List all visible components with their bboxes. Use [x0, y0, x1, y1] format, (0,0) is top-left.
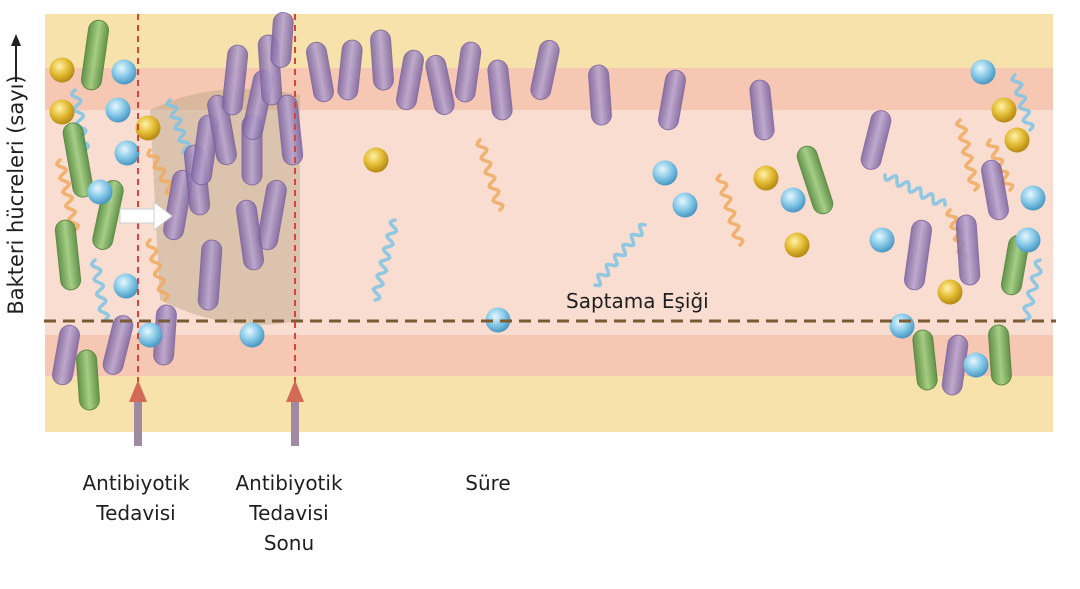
- cocci-bacteria: [49, 57, 1046, 378]
- green-rod-bacterium: [92, 180, 124, 250]
- purple-rod-bacterium: [749, 79, 775, 141]
- yellow-coccus: [784, 232, 810, 258]
- purple-rod-bacterium: [207, 94, 237, 166]
- purple-rod-bacterium: [221, 44, 249, 116]
- blue-spiral-bacterium: [89, 258, 111, 322]
- orange-spiral-bacterium: [954, 118, 981, 192]
- yellow-coccus: [1004, 127, 1030, 153]
- yellow-coccus: [753, 165, 779, 191]
- purple-rod-bacterium: [337, 39, 363, 101]
- orange-spiral-bacterium: [475, 138, 505, 212]
- green-rod-bacterium: [912, 329, 938, 391]
- treatment-start-arrow-icon: [129, 380, 147, 446]
- blue-coccus: [87, 179, 113, 205]
- blue-coccus: [113, 273, 139, 299]
- purple-rod-bacterium: [396, 49, 424, 111]
- purple-rod-bacterium: [236, 199, 264, 271]
- purple-rod-bacterium: [270, 12, 294, 68]
- yellow-coccus: [49, 99, 75, 125]
- purple-rod-bacterium: [955, 214, 981, 286]
- orange-spiral-bacterium: [146, 148, 179, 202]
- blue-coccus: [485, 307, 511, 333]
- expansion-arrow-icon: [119, 200, 173, 232]
- blue-coccus: [1020, 185, 1046, 211]
- rod-bacteria: [52, 12, 1029, 411]
- purple-rod-bacterium: [102, 315, 134, 375]
- yellow-coccus: [135, 115, 161, 141]
- green-rod-bacterium: [76, 349, 100, 411]
- orange-spiral-bacterium: [54, 158, 81, 232]
- blue-spiral-bacterium: [593, 222, 647, 288]
- blue-spiral-bacterium: [883, 173, 947, 207]
- blue-coccus: [239, 322, 265, 348]
- blue-spiral-bacterium: [1021, 258, 1044, 322]
- green-rod-bacterium: [988, 324, 1012, 386]
- yellow-coccus: [937, 279, 963, 305]
- treatment-end-label-line: Antibiyotik: [235, 471, 343, 495]
- green-rod-bacterium: [796, 145, 834, 215]
- treatment-end-label-line: Sonu: [263, 531, 315, 555]
- purple-rod-bacterium: [163, 169, 193, 241]
- treatment-start-label-line: Antibiyotik: [82, 471, 190, 495]
- purple-rod-bacterium: [197, 239, 223, 311]
- blue-coccus: [963, 352, 989, 378]
- orange-spiral-bacterium: [715, 173, 745, 247]
- treatment-start-label: Antibiyotik Tedavisi: [68, 468, 204, 528]
- x-axis-label: Süre: [465, 471, 511, 495]
- blue-coccus: [111, 59, 137, 85]
- purple-rod-bacterium: [904, 219, 932, 291]
- purple-rod-bacterium: [306, 41, 334, 103]
- purple-rod-bacterium: [257, 179, 287, 251]
- blue-spiral-bacterium: [1010, 73, 1035, 132]
- blue-spiral-bacterium: [371, 218, 399, 302]
- purple-rod-bacterium: [487, 59, 513, 121]
- blue-coccus: [137, 322, 163, 348]
- purple-rod-bacterium: [454, 41, 482, 103]
- green-rod-bacterium: [81, 19, 109, 91]
- treatment-end-label: Antibiyotik Tedavisi Sonu: [221, 468, 357, 558]
- green-rod-bacterium: [54, 219, 82, 291]
- blue-coccus: [869, 227, 895, 253]
- purple-rod-bacterium: [276, 94, 304, 166]
- purple-rod-bacterium: [981, 159, 1009, 221]
- yellow-coccus: [363, 147, 389, 173]
- blue-coccus: [1015, 227, 1041, 253]
- blue-coccus: [780, 187, 806, 213]
- blue-coccus: [889, 313, 915, 339]
- purple-rod-bacterium: [588, 64, 612, 126]
- blue-coccus: [970, 59, 996, 85]
- blue-coccus: [105, 97, 131, 123]
- yellow-coccus: [991, 97, 1017, 123]
- blue-coccus: [652, 160, 678, 186]
- treatment-start-label-line: Tedavisi: [96, 501, 176, 525]
- orange-spiral-bacterium: [145, 238, 170, 302]
- purple-rod-bacterium: [370, 29, 394, 91]
- y-axis-arrow-icon: [11, 34, 21, 82]
- detection-threshold-label: Saptama Eşiği: [566, 289, 709, 313]
- blue-spiral-bacterium: [165, 98, 195, 162]
- purple-rod-bacterium: [425, 54, 455, 116]
- blue-coccus: [672, 192, 698, 218]
- blue-coccus: [114, 140, 140, 166]
- green-rod-bacterium: [62, 122, 94, 198]
- purple-rod-bacterium: [658, 69, 686, 131]
- purple-rod-bacterium: [52, 324, 80, 386]
- treatment-end-label-line: Tedavisi: [249, 501, 329, 525]
- y-axis-label-text: Bakteri hücreleri (sayı): [4, 75, 28, 315]
- purple-rod-bacterium: [860, 110, 892, 170]
- yellow-coccus: [49, 57, 75, 83]
- treatment-end-arrow-icon: [286, 380, 304, 446]
- purple-rod-bacterium: [530, 39, 560, 101]
